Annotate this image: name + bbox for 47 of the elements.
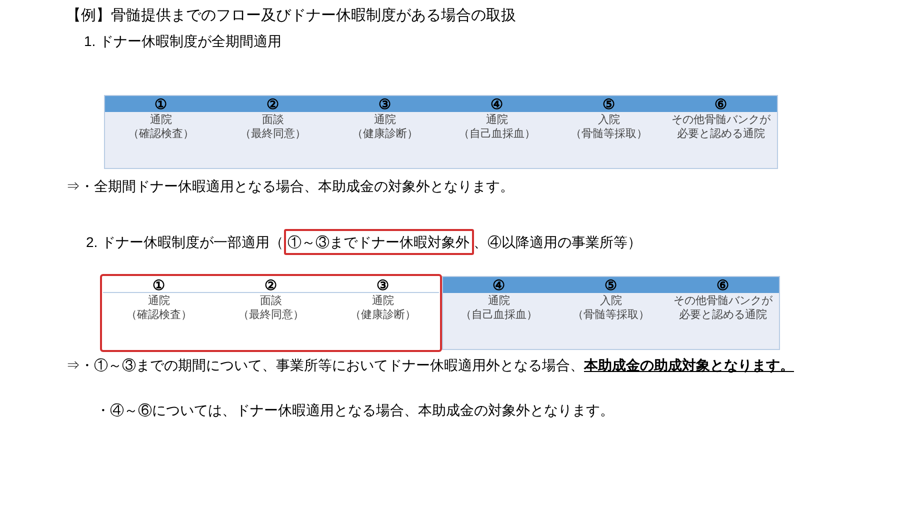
step-label: 通院 [149, 113, 173, 127]
step-number: ② [215, 277, 327, 293]
step-label: （自己血採血） [460, 308, 538, 322]
step-number: ⑥ [667, 277, 779, 293]
step-label: （自己血採血） [458, 127, 536, 141]
note: ⇒・全期間ドナー休暇適用となる場合、本助成金の対象外となります。 [66, 177, 514, 196]
step-label: 通院 [485, 113, 509, 127]
step-label: （骨髄等採取） [572, 308, 650, 322]
step-number: ③ [327, 277, 439, 293]
step-label: 通院 [373, 113, 397, 127]
step-label: その他骨髄バンクが必要と認める通院 [673, 294, 773, 322]
step-label: （骨髄等採取） [570, 127, 648, 141]
step-number: ④ [441, 96, 553, 112]
step-number: ⑤ [555, 277, 667, 293]
step-label: 面談 [261, 113, 285, 127]
step-label: （確認検査） [127, 127, 195, 141]
step-label: （最終同意） [239, 127, 307, 141]
note: ⇒・①～③までの期間について、事業所等においてドナー休暇適用外となる場合、本助成金の助成対象となります。 [66, 356, 795, 375]
step-number: ③ [329, 96, 441, 112]
step-cell [443, 277, 555, 349]
step-number: ⑥ [665, 96, 777, 112]
step-cell [105, 96, 217, 168]
step-label: 入院 [597, 113, 621, 127]
step-label: （健康診断） [351, 127, 419, 141]
step-label: その他骨髄バンクが必要と認める通院 [671, 113, 771, 141]
section-heading: 1. ドナー休暇制度が全期間適用 [84, 32, 282, 51]
step-label: 通院 [147, 294, 171, 308]
highlight-frame [100, 274, 442, 352]
step-label: （確認検査） [125, 308, 193, 322]
step-label: 面談 [259, 294, 283, 308]
title: 【例】骨髄提供までのフロー及びドナー休暇制度がある場合の取扱 [66, 6, 516, 26]
step-label: 通院 [487, 294, 511, 308]
step-number: ④ [443, 277, 555, 293]
highlighted-text: ①～③までドナー休暇対象外 [284, 229, 474, 255]
step-label: 通院 [371, 294, 395, 308]
step-cell [665, 96, 777, 168]
step-label: （最終同意） [237, 308, 305, 322]
note: ・④～⑥については、ドナー休暇適用となる場合、本助成金の対象外となります。 [96, 401, 614, 420]
step-number: ① [105, 96, 217, 112]
step-label: （健康診断） [349, 308, 417, 322]
step-number: ⑤ [553, 96, 665, 112]
step-number: ① [103, 277, 215, 293]
section-heading: 2. ドナー休暇制度が一部適用（ [86, 233, 284, 252]
section-heading: 、④以降適用の事業所等） [474, 233, 642, 252]
step-label: 入院 [599, 294, 623, 308]
step-number: ② [217, 96, 329, 112]
step-cell [667, 277, 779, 349]
